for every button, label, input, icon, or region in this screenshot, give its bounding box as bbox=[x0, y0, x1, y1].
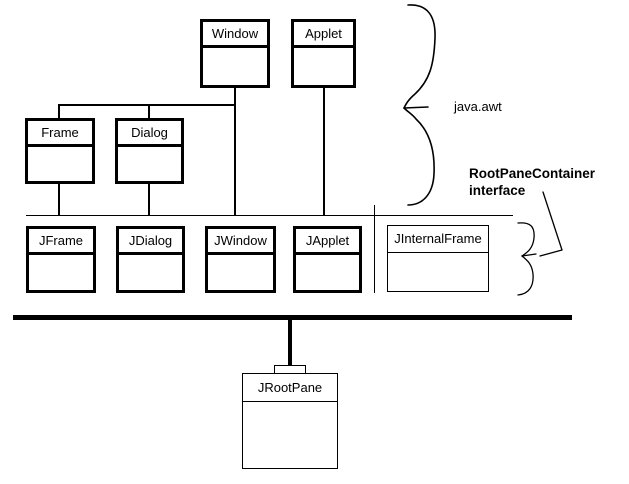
jrootpane-connector-tab bbox=[274, 365, 306, 374]
connector-frame-to-jframe bbox=[58, 183, 60, 216]
class-body-jwindow bbox=[208, 255, 273, 290]
java-awt-brace bbox=[402, 2, 452, 208]
connector-dialog-riser bbox=[148, 104, 150, 119]
class-box-japplet[interactable]: JApplet bbox=[293, 226, 362, 293]
class-title-frame: Frame bbox=[28, 121, 92, 147]
connector-bar-to-jrootpane bbox=[288, 319, 292, 366]
class-title-applet: Applet bbox=[294, 22, 353, 48]
class-box-jinternalframe[interactable]: JInternalFrame bbox=[387, 225, 489, 292]
class-title-jwindow: JWindow bbox=[208, 229, 273, 255]
class-box-jwindow[interactable]: JWindow bbox=[205, 226, 276, 293]
swing-package-separator bbox=[26, 215, 513, 216]
class-body-jframe bbox=[29, 255, 93, 290]
class-box-dialog[interactable]: Dialog bbox=[115, 118, 184, 184]
rootpanecontainer-interface-word: interface bbox=[469, 183, 526, 198]
class-box-frame[interactable]: Frame bbox=[25, 118, 95, 184]
class-body-jdialog bbox=[119, 255, 182, 290]
class-box-window[interactable]: Window bbox=[200, 19, 270, 88]
class-body-window bbox=[203, 48, 267, 85]
class-body-japplet bbox=[296, 255, 359, 290]
class-title-dialog: Dialog bbox=[118, 121, 181, 147]
class-box-jframe[interactable]: JFrame bbox=[26, 226, 96, 293]
class-title-jdialog: JDialog bbox=[119, 229, 182, 255]
class-body-jinternalframe bbox=[388, 253, 488, 291]
class-box-jrootpane[interactable]: JRootPane bbox=[242, 373, 338, 469]
rootpanecontainer-implementation-bar bbox=[13, 315, 572, 320]
class-title-jrootpane: JRootPane bbox=[243, 374, 337, 402]
connector-applet-stem bbox=[323, 88, 325, 216]
class-body-dialog bbox=[118, 147, 181, 181]
class-body-applet bbox=[294, 48, 353, 85]
connector-frame-dialog-bus bbox=[58, 104, 236, 106]
class-body-jrootpane bbox=[243, 402, 337, 468]
connector-window-stem bbox=[234, 88, 236, 216]
connector-dialog-to-jdialog bbox=[148, 183, 150, 216]
class-box-applet[interactable]: Applet bbox=[291, 19, 356, 88]
connector-frame-riser bbox=[58, 104, 60, 119]
class-body-frame bbox=[28, 147, 92, 181]
rootpanecontainer-brace bbox=[514, 220, 550, 298]
rootpanecontainer-label: RootPaneContainer bbox=[469, 166, 596, 181]
java-awt-label: java.awt bbox=[454, 99, 502, 114]
class-box-jdialog[interactable]: JDialog bbox=[116, 226, 185, 293]
class-title-window: Window bbox=[203, 22, 267, 48]
interface-leader-line bbox=[530, 190, 570, 265]
class-title-jinternalframe: JInternalFrame bbox=[388, 226, 488, 253]
rootpane-group-divider bbox=[374, 205, 375, 293]
class-title-japplet: JApplet bbox=[296, 229, 359, 255]
class-title-jframe: JFrame bbox=[29, 229, 93, 255]
